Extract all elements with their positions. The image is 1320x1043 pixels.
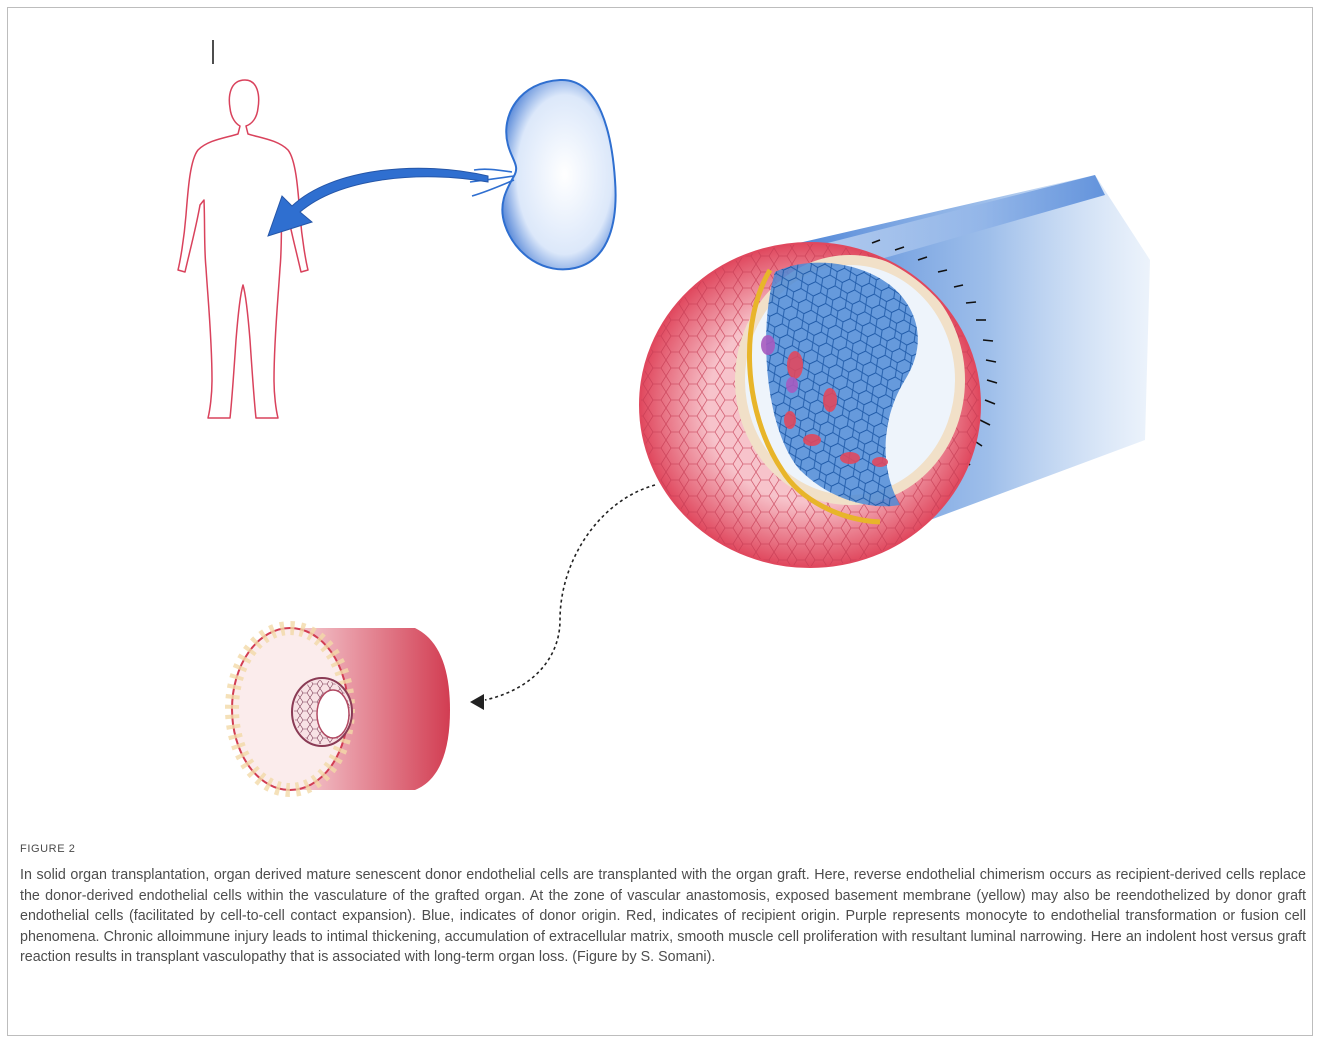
figure-caption: FIGURE 2 In solid organ transplantation,… bbox=[20, 843, 1306, 968]
kidney-illustration bbox=[470, 80, 616, 269]
human-body-outline bbox=[178, 80, 308, 418]
figure-illustration bbox=[0, 0, 1320, 830]
recipient-vessel-cross-section bbox=[640, 243, 980, 567]
figure-label: FIGURE 2 bbox=[20, 843, 1306, 855]
caption-text: In solid organ transplantation, organ de… bbox=[20, 865, 1306, 968]
narrowing-arrow bbox=[485, 485, 655, 700]
narrowed-vessel bbox=[232, 628, 450, 790]
transplant-arrow bbox=[268, 168, 488, 236]
